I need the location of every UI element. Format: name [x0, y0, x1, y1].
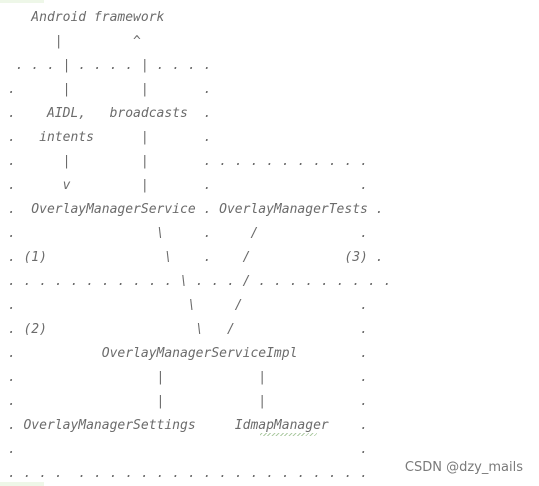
watermark-text: CSDN @dzy_mails — [404, 460, 523, 475]
diagram-line: . | | . — [0, 82, 212, 97]
diagram-line: . intents | . — [0, 130, 212, 145]
diagram-line: . OverlayManagerService . OverlayManager… — [0, 202, 384, 217]
diagram-line: . OverlayManagerSettings IdmapManager . — [0, 418, 368, 433]
diagram-line: . . . . . . . . . . . . . . . . . . . . … — [0, 466, 368, 481]
diagram-line: . \ / . — [0, 298, 368, 313]
gutter-highlight-bottom — [0, 482, 44, 486]
spellcheck-underline — [260, 433, 317, 436]
gutter-highlight-top — [0, 0, 44, 3]
diagram-line: . v | . . — [0, 178, 368, 193]
diagram-line: . . . | . . . . | . . . . — [0, 58, 212, 73]
diagram-line: . \ . / . — [0, 226, 368, 241]
ascii-architecture-diagram: Android framework | ^ . . . | . . . . | … — [0, 6, 392, 486]
diagram-line: . AIDL, broadcasts . — [0, 106, 212, 121]
diagram-line: . | | . — [0, 394, 368, 409]
diagram-line: . . — [0, 442, 368, 457]
diagram-line: | ^ — [0, 34, 141, 49]
diagram-line: . (2) \ / . — [0, 322, 368, 337]
diagram-line: Android framework — [0, 10, 165, 25]
diagram-line: . (1) \ . / (3) . — [0, 250, 384, 265]
diagram-line: . | | . . . . . . . . . . . — [0, 154, 368, 169]
diagram-line: . . . . . . . . . . . \ . . . / . . . . … — [0, 274, 392, 289]
diagram-line: . | | . — [0, 370, 368, 385]
diagram-line: . OverlayManagerServiceImpl . — [0, 346, 368, 361]
